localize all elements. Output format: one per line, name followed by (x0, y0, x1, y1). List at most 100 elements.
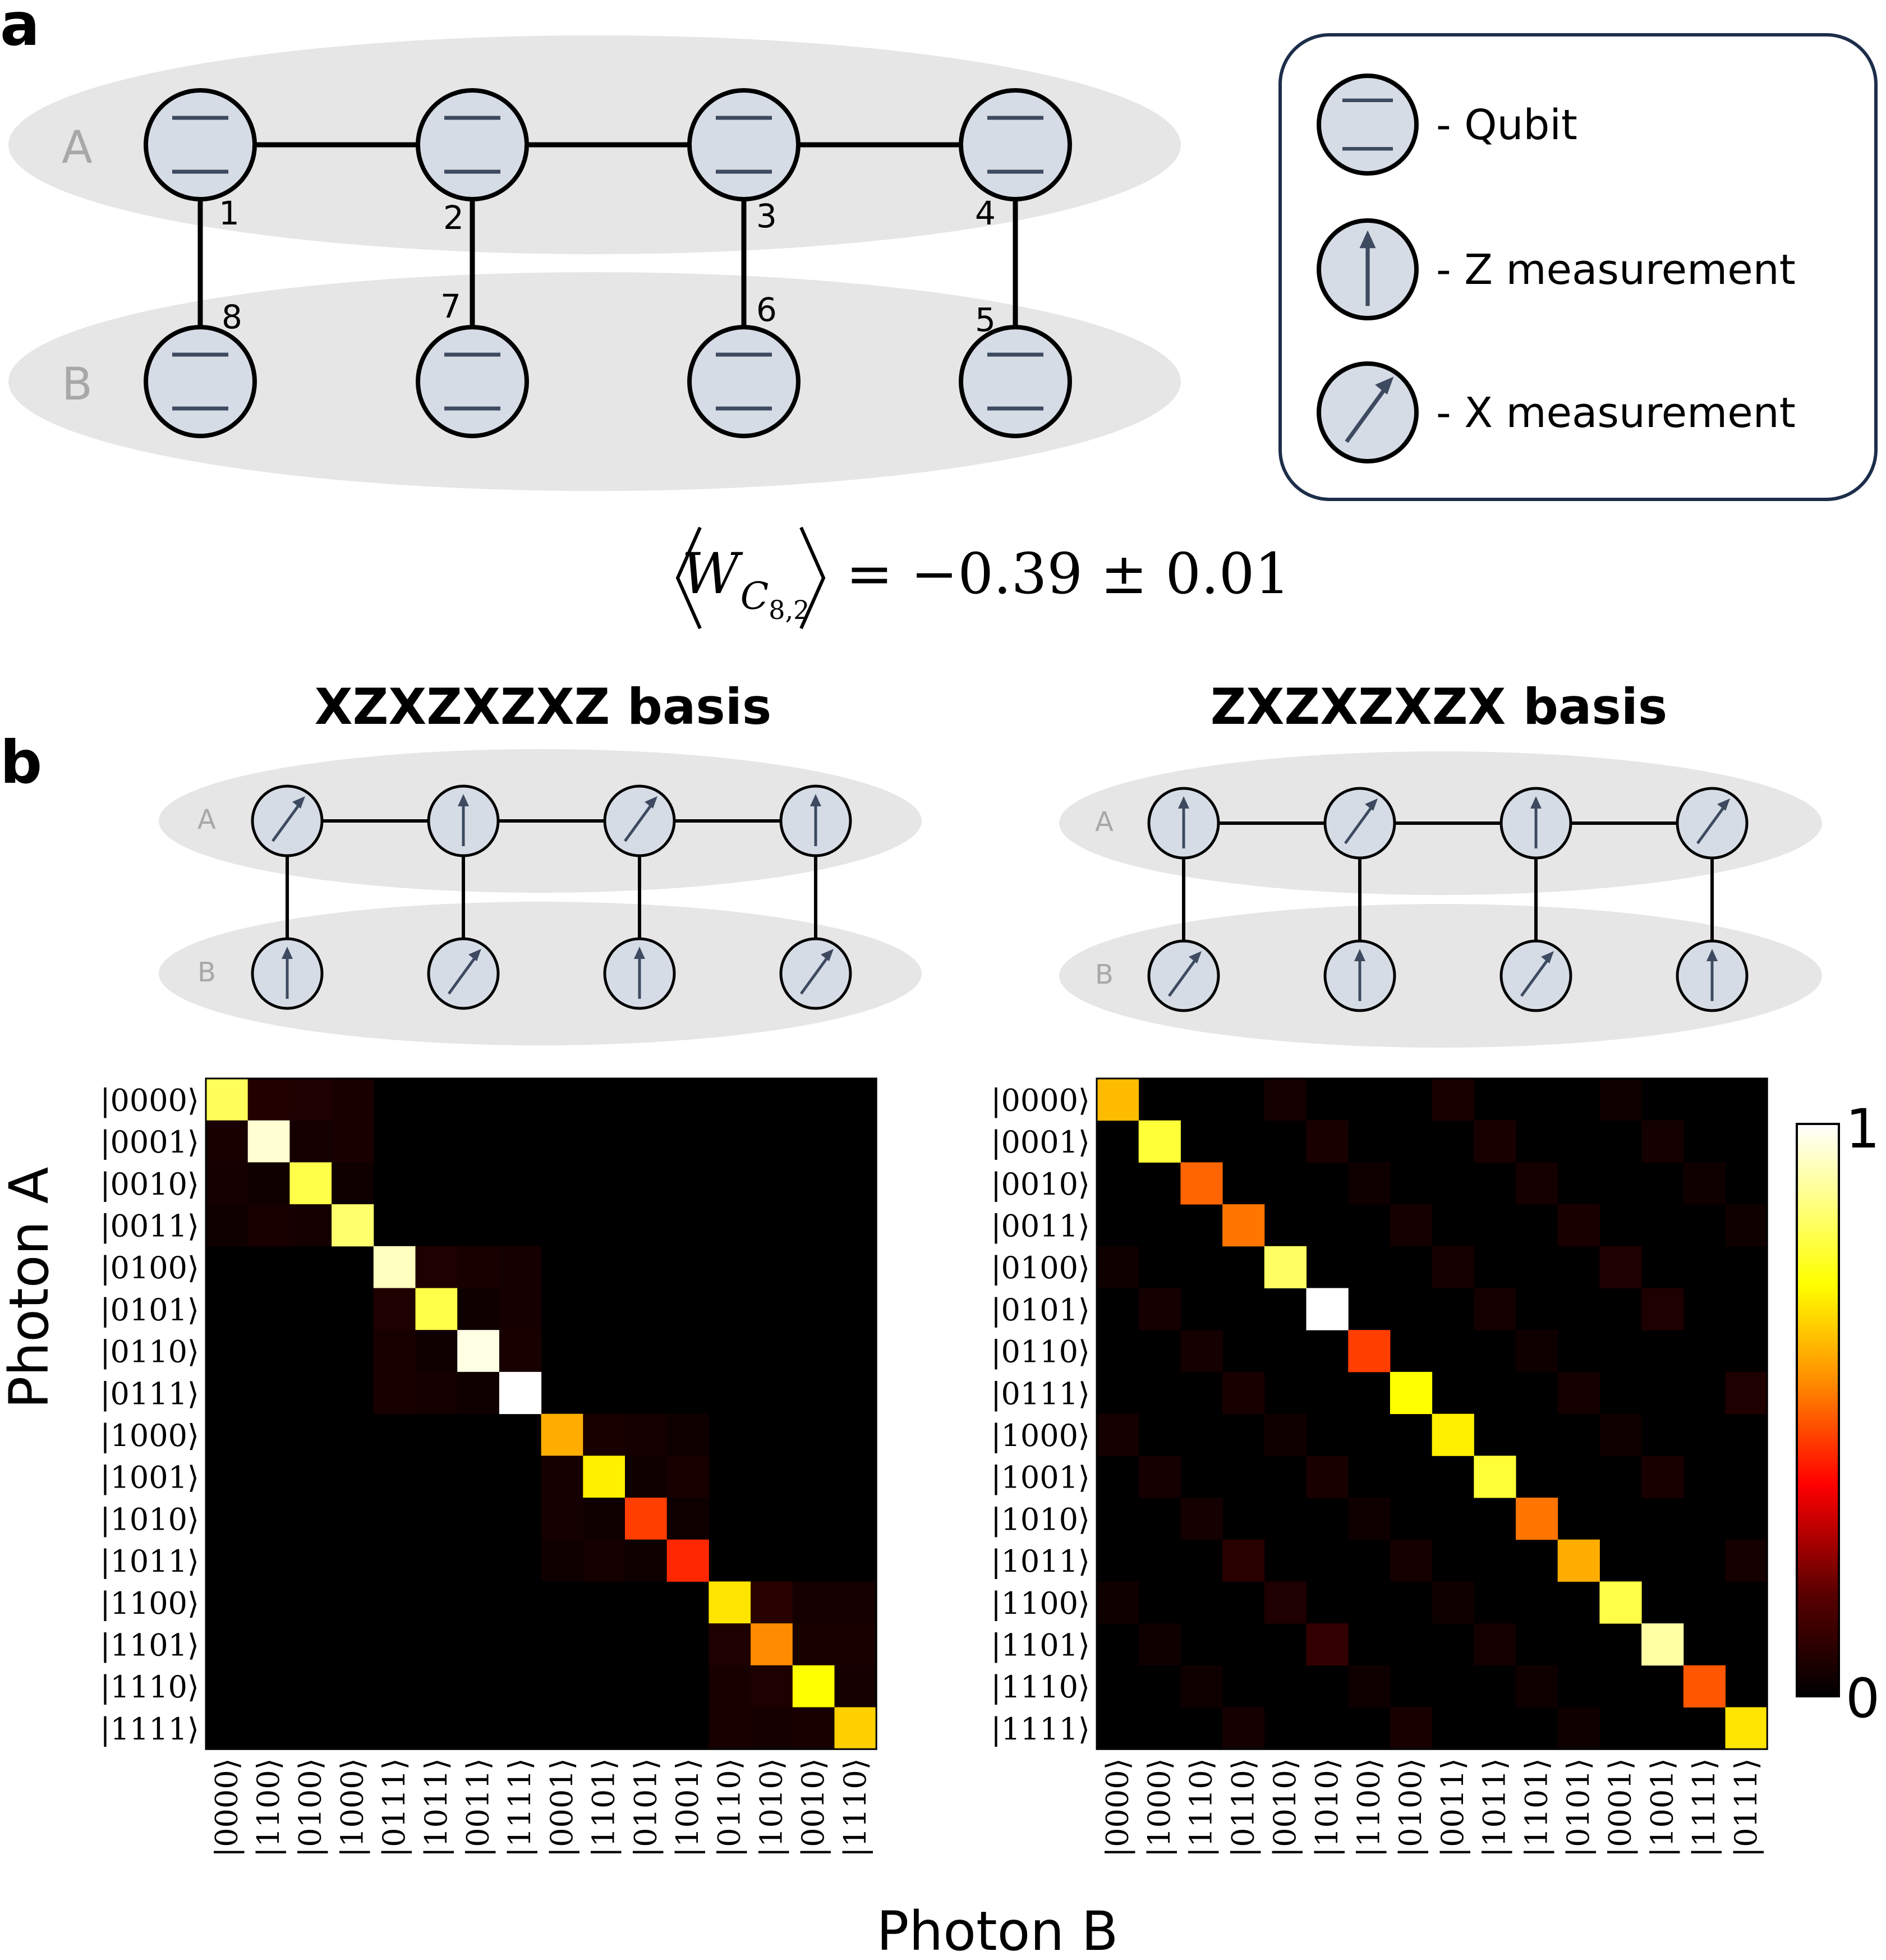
heatmap-cell (457, 1371, 500, 1415)
heatmap-cell (1432, 1413, 1474, 1456)
heatmap-cell (583, 1539, 625, 1582)
col-tick-label: |0101⟩ (628, 1758, 663, 1857)
qubit-number-7: 7 (440, 287, 461, 325)
heatmap-cell (1180, 1665, 1223, 1707)
row-tick-label: |1101⟩ (100, 1627, 199, 1663)
heatmap-cell (1222, 1204, 1265, 1247)
heatmap-cell (541, 1413, 583, 1456)
heatmap-cell (1641, 1288, 1684, 1330)
row-tick-label: |0011⟩ (100, 1208, 199, 1243)
formula-sub-nums: 8,2 (769, 595, 809, 625)
heatmap-cell (1306, 1120, 1349, 1163)
row-tick-label: |0000⟩ (100, 1082, 199, 1118)
heatmap-cell (541, 1456, 583, 1498)
row-tick-label: |1011⟩ (991, 1544, 1090, 1579)
row-tick-label: |0101⟩ (100, 1292, 199, 1328)
heatmap-cell (415, 1330, 458, 1373)
row-tick-label: |1110⟩ (100, 1669, 199, 1705)
qubit-7 (416, 325, 529, 438)
x-measurement-marker (1676, 787, 1749, 860)
panel-label-b: b (0, 728, 42, 797)
heatmap-cell (751, 1623, 793, 1666)
heatmap-cell (1557, 1204, 1600, 1247)
group-label-b: B (197, 957, 216, 988)
col-tick-label: |0110⟩ (712, 1758, 747, 1857)
heatmap-cell (666, 1539, 709, 1582)
formula-symbol: W (682, 541, 743, 607)
heatmap-cell (1264, 1413, 1307, 1456)
legend-box (1278, 33, 1878, 501)
heatmap-cell (834, 1623, 877, 1666)
qubit-5 (959, 325, 1072, 438)
col-tick-label: |1101⟩ (586, 1758, 622, 1857)
qubit-number-8: 8 (222, 298, 242, 336)
heatmap-cell (289, 1120, 332, 1163)
heatmap-cell (1474, 1456, 1516, 1498)
heatmap-cell (583, 1413, 625, 1456)
legend-z-marker (1317, 218, 1419, 320)
heatmap-cell (1474, 1120, 1516, 1163)
heatmap-cell (666, 1413, 709, 1456)
legend-qubit-marker (1317, 74, 1419, 176)
qubit-3 (687, 88, 801, 201)
row-tick-label: |1000⟩ (100, 1418, 199, 1453)
group-label-b: B (1095, 959, 1114, 990)
heatmap-cell (1725, 1539, 1768, 1582)
heatmap-cell (499, 1288, 542, 1330)
heatmap-cell (1432, 1246, 1474, 1288)
x-measurement-marker (779, 937, 852, 1010)
heatmap-cell (206, 1204, 249, 1247)
row-tick-label: |0111⟩ (991, 1376, 1090, 1411)
col-tick-label: |0100⟩ (1393, 1758, 1428, 1857)
group-b-ellipse (8, 272, 1181, 491)
heatmap-cell (457, 1246, 500, 1288)
heatmap-cell (1474, 1288, 1516, 1330)
col-tick-label: |1100⟩ (1351, 1758, 1387, 1857)
qubit-number-6: 6 (756, 291, 777, 329)
row-tick-label: |1001⟩ (991, 1460, 1090, 1495)
heatmap-cell (1138, 1623, 1181, 1666)
heatmap-cell (625, 1539, 668, 1582)
row-tick-label: |1010⟩ (991, 1502, 1090, 1537)
heatmap-cell (709, 1665, 751, 1707)
heatmap-cell (206, 1078, 249, 1121)
title-left-basis: XZXZXZXZ basis (315, 678, 772, 736)
heatmap-cell (373, 1330, 416, 1373)
heatmap-cell (541, 1498, 583, 1540)
heatmap-cell (1599, 1413, 1642, 1456)
legend-label-x: - X measurement (1436, 389, 1796, 437)
col-tick-label: |1100⟩ (251, 1758, 286, 1857)
heatmap-cell (1180, 1498, 1223, 1540)
heatmap-cell (1557, 1539, 1600, 1582)
col-tick-label: |0010⟩ (795, 1758, 831, 1857)
heatmap-cell (373, 1371, 416, 1415)
heatmap-cell (1306, 1456, 1349, 1498)
row-tick-label: |1101⟩ (991, 1627, 1090, 1663)
col-tick-label: |0000⟩ (1100, 1758, 1135, 1857)
heatmap-cell (751, 1665, 793, 1707)
row-tick-label: |0010⟩ (100, 1167, 199, 1202)
col-tick-label: |0000⟩ (209, 1758, 244, 1857)
heatmap-cell (751, 1581, 793, 1624)
heatmap-cell (1138, 1456, 1181, 1498)
heatmap-cell (499, 1330, 542, 1373)
heatmap-cell (1348, 1498, 1391, 1540)
heatmap-cell (1180, 1162, 1223, 1205)
heatmap-cell (1683, 1162, 1726, 1205)
row-tick-label: |1011⟩ (100, 1544, 199, 1579)
heatmap-cell (1180, 1330, 1223, 1373)
heatmap-cell (1390, 1204, 1433, 1247)
col-tick-label: |0111⟩ (376, 1758, 412, 1857)
heatmap-cell (1725, 1707, 1768, 1750)
legend-label-qubit: - Qubit (1436, 101, 1577, 149)
heatmap-cell (834, 1581, 877, 1624)
heatmap-cell (666, 1498, 709, 1540)
heatmap-cell (206, 1162, 249, 1205)
z-measurement-marker (1323, 939, 1396, 1012)
heatmap-cell (1097, 1413, 1139, 1456)
heatmap-cell (373, 1246, 416, 1288)
col-tick-label: |1011⟩ (418, 1758, 454, 1857)
col-tick-label: |0100⟩ (293, 1758, 328, 1857)
heatmap-cell (1641, 1120, 1684, 1163)
heatmap-cell (1725, 1204, 1768, 1247)
